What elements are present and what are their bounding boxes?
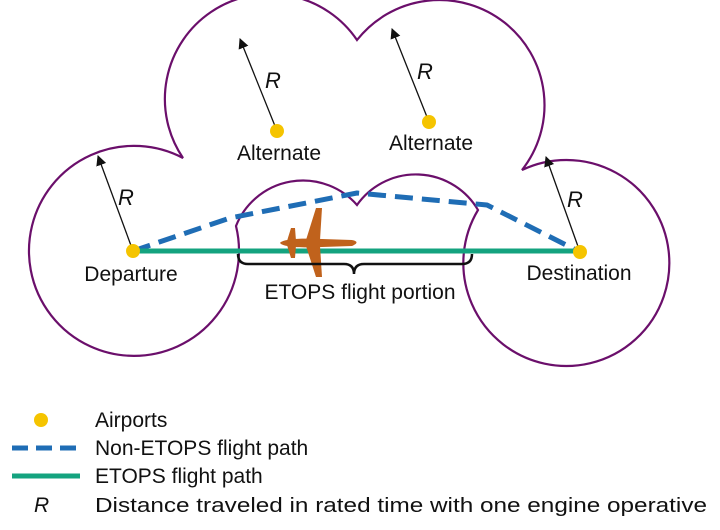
- legend-etops-label: ETOPS flight path: [95, 465, 263, 488]
- airport-dot-alternate-1: [270, 124, 284, 138]
- legend-non-etops-label: Non-ETOPS flight path: [95, 437, 308, 460]
- radius-label-destination: R: [567, 187, 583, 212]
- radius-arrow-destination: [544, 156, 581, 253]
- legend: Airports Non-ETOPS flight path ETOPS fli…: [12, 409, 707, 517]
- legend-airport-dot-icon: [34, 413, 48, 427]
- radius-label-alternate-1: R: [265, 68, 281, 93]
- legend-r-description: Distance traveled in rated time with one…: [95, 495, 707, 517]
- etops-portion-brace: [236, 253, 474, 275]
- airplane-icon: [280, 208, 357, 277]
- airport-dot-destination: [573, 245, 587, 259]
- radius-arrow-alternate-2: [390, 28, 430, 123]
- etops-portion-label: ETOPS flight portion: [264, 281, 455, 304]
- non-etops-flight-path: [132, 190, 582, 255]
- label-alternate-1: Alternate: [237, 142, 321, 165]
- label-departure: Departure: [84, 263, 177, 286]
- legend-airports-label: Airports: [95, 409, 167, 432]
- legend-r-symbol: R: [34, 494, 49, 517]
- coverage-boundary: [27, 0, 671, 368]
- airport-dot-alternate-2: [422, 115, 436, 129]
- radius-label-alternate-2: R: [417, 59, 433, 84]
- radius-arrow-departure: [96, 155, 134, 252]
- radius-label-departure: R: [118, 185, 134, 210]
- label-alternate-2: Alternate: [389, 132, 473, 155]
- label-destination: Destination: [526, 262, 631, 285]
- radius-arrow-alternate-1: [238, 38, 278, 132]
- airport-dot-departure: [126, 244, 140, 258]
